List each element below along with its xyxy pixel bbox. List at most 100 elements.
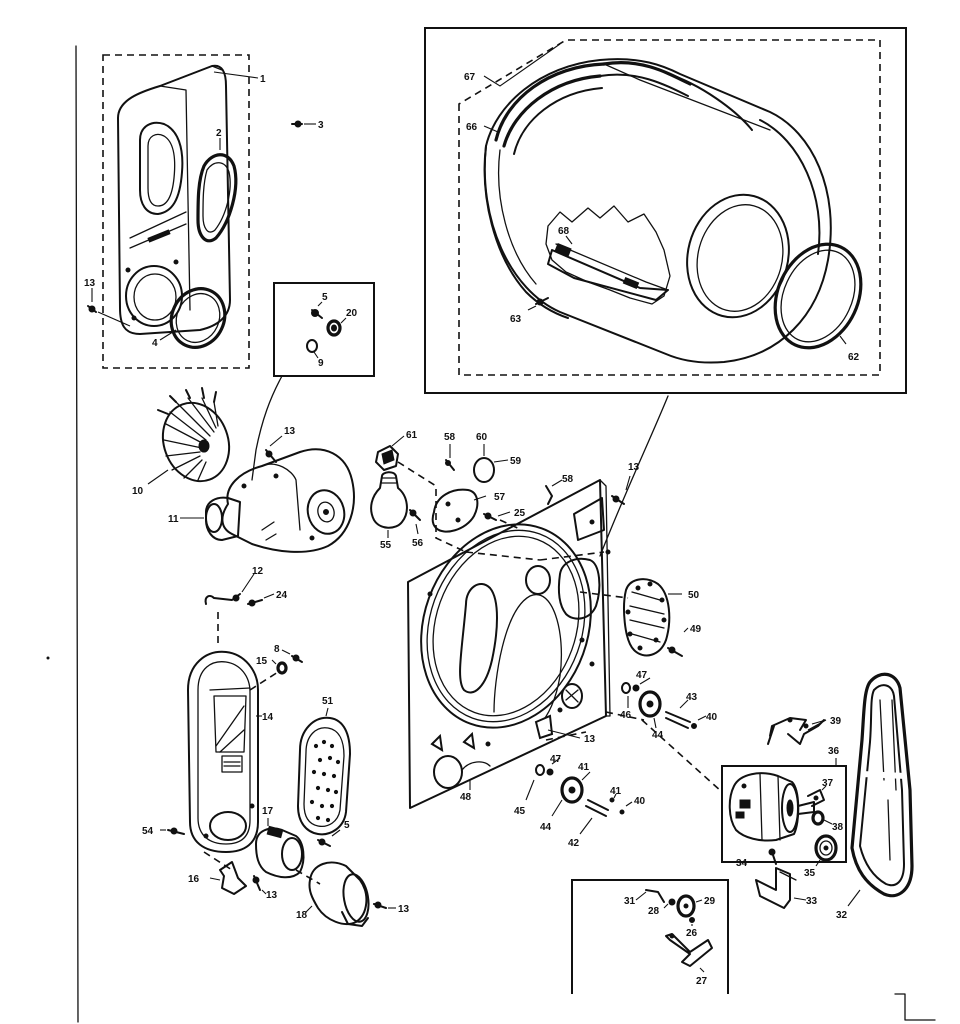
callout-56: 56 (412, 538, 424, 549)
leader-5b (331, 829, 341, 837)
idler-parts-group (525, 677, 707, 835)
bulkhead-tri-2 (462, 731, 476, 750)
leader-43 (679, 699, 689, 709)
leader-32 (847, 889, 861, 907)
callout-54: 54 (142, 826, 154, 837)
drum (483, 58, 832, 364)
leader-39 (807, 719, 827, 731)
leader-13a-b (97, 311, 131, 327)
drum-front-edge (483, 145, 569, 319)
leader-61 (391, 435, 405, 447)
panel-hole (125, 267, 131, 273)
heater-dash (579, 591, 629, 599)
shaft-43 (665, 711, 691, 729)
grommet-20 (326, 319, 342, 337)
rear-bulkhead-group (407, 475, 645, 809)
grommet-20-inner (331, 324, 337, 332)
drum-line-top (603, 63, 771, 131)
callout-24: 24 (276, 590, 288, 601)
callout-29: 29 (704, 896, 716, 907)
leader-5a (317, 301, 323, 307)
leader-63 (527, 305, 537, 311)
duct-label (221, 755, 243, 773)
drive-belt (850, 672, 914, 898)
shaft-42 (585, 799, 609, 817)
light-bulb (370, 471, 408, 529)
screw-58b (545, 485, 553, 505)
drum-baffle (547, 249, 669, 301)
leader-13b (269, 435, 283, 447)
lens-60 (473, 457, 495, 483)
leader-38 (823, 819, 833, 825)
callout-15: 15 (256, 656, 268, 667)
idler-pin-31 (645, 889, 665, 903)
drum-rear-opening-inner (696, 204, 784, 312)
callout-34: 34 (736, 858, 748, 869)
bulkhead-exhaust-port (459, 583, 498, 694)
front-panel-top (159, 65, 223, 87)
motor-box (721, 765, 847, 863)
drive-belt-gap (861, 771, 907, 779)
callout-5a: 5 (322, 292, 328, 303)
lint-screen-mesh (309, 739, 341, 823)
front-panel-box (102, 54, 250, 369)
lint-opening-inner (147, 133, 176, 207)
drum-baffle-top (555, 243, 669, 291)
leader-66 (483, 125, 499, 133)
front-panel (117, 64, 231, 335)
screw-13-head (88, 305, 96, 313)
drum-back-rim (759, 119, 821, 255)
leader-51 (325, 707, 329, 717)
bulkhead-dash-1 (539, 551, 605, 561)
callout-44b: 44 (540, 822, 552, 833)
callout-41a: 41 (578, 762, 590, 773)
leader-13c (625, 475, 631, 491)
leader-45 (525, 779, 535, 801)
drum-to-bulkhead-line (599, 395, 669, 557)
callout-63: 63 (510, 314, 522, 325)
seal-2 (196, 153, 238, 243)
leader-47a (639, 677, 651, 685)
heater-plate-50 (623, 578, 671, 657)
seal-4-inner (175, 293, 221, 343)
bulkhead-lower-port (433, 755, 463, 789)
clip-37 (807, 789, 825, 807)
callout-2: 2 (216, 128, 222, 139)
bulkhead-bearing-boss (561, 683, 583, 709)
callout-59: 59 (510, 456, 522, 467)
callout-5b: 5 (344, 820, 350, 831)
light-dash-2 (465, 551, 541, 561)
callout-9: 9 (318, 358, 324, 369)
washer-9 (306, 339, 318, 353)
leader-27 (699, 967, 705, 973)
callout-14: 14 (262, 712, 274, 723)
motor-mount-33 (755, 867, 791, 909)
callout-3: 3 (318, 120, 324, 131)
rear-drum-seal-inner (780, 249, 856, 343)
callout-13e: 13 (398, 904, 410, 915)
callout-13b: 13 (284, 426, 296, 437)
drum-rim-1 (494, 62, 606, 142)
blower-wheel (157, 387, 231, 483)
left-frame-line (75, 45, 79, 1023)
callout-60: 60 (476, 432, 488, 443)
callout-28: 28 (648, 906, 660, 917)
bulkhead-inner-arc (493, 593, 563, 725)
leader-31 (635, 891, 647, 901)
callout-47b: 47 (550, 754, 562, 765)
callout-49: 49 (690, 624, 702, 635)
callout-46: 46 (620, 710, 632, 721)
callout-31: 31 (624, 896, 636, 907)
washer-47a (621, 682, 631, 694)
drum-band-2 (599, 73, 689, 97)
bulkhead-top-bracket (573, 497, 605, 541)
idler-44a (638, 690, 662, 718)
drum-rim-2 (502, 74, 602, 148)
idler-pulley-group (571, 879, 729, 994)
idler-washer-28 (668, 898, 676, 906)
callout-37: 37 (822, 778, 834, 789)
callout-10: 10 (132, 486, 144, 497)
leader-44a (653, 717, 657, 729)
baffle-slot-2 (622, 276, 640, 290)
